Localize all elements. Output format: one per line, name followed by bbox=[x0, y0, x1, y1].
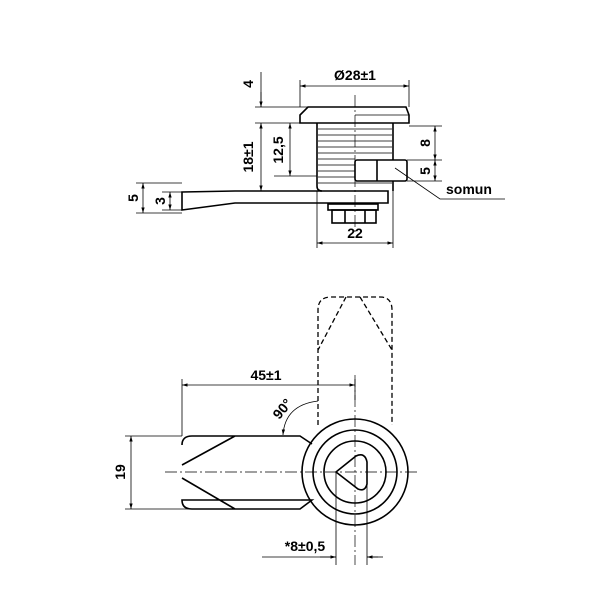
dim-body-width: 22 bbox=[316, 191, 394, 248]
dim-text: 18±1 bbox=[240, 141, 256, 172]
dim-thread-length: 12,5 bbox=[270, 123, 317, 177]
lever-side bbox=[181, 190, 389, 211]
dim-text: 5 bbox=[125, 194, 141, 202]
side-view: Ø28±1 4 18±1 12,5 8 5 somun bbox=[125, 67, 505, 248]
dim-text: 45±1 bbox=[250, 367, 281, 383]
dim-text: 8 bbox=[417, 139, 433, 147]
dim-text: 90° bbox=[269, 396, 295, 423]
dim-text: 12,5 bbox=[270, 136, 286, 163]
triangle-key-icon bbox=[334, 454, 368, 491]
nut-leader: somun bbox=[394, 167, 505, 200]
dim-text: 22 bbox=[347, 225, 363, 241]
somun-label: somun bbox=[446, 181, 492, 197]
outer-ring bbox=[301, 418, 409, 526]
dim-flange-diameter: Ø28±1 bbox=[299, 67, 410, 107]
dim-flange-height: 4 bbox=[240, 72, 312, 124]
front-view: 45±1 90° 19 *8±0,5 bbox=[112, 296, 420, 565]
dim-text: *8±0,5 bbox=[285, 538, 326, 554]
dim-lever-height: 5 3 bbox=[125, 182, 182, 214]
dim-upper-offset: 8 5 bbox=[407, 125, 442, 182]
dim-lever-width: 19 bbox=[112, 435, 200, 510]
lever bbox=[181, 435, 315, 510]
dim-text: 5 bbox=[417, 167, 433, 175]
dim-text: Ø28±1 bbox=[334, 67, 376, 83]
dim-text: 19 bbox=[112, 464, 128, 480]
lever-rotated-dashed bbox=[317, 296, 393, 425]
dim-text: 3 bbox=[152, 197, 168, 205]
dim-text: 4 bbox=[240, 80, 256, 88]
threaded-body bbox=[316, 114, 409, 192]
dim-lever-length: 45±1 bbox=[181, 367, 356, 436]
bottom-nut bbox=[327, 203, 379, 224]
dim-key-size: *8±0,5 bbox=[262, 472, 383, 565]
middle-ring bbox=[312, 429, 398, 515]
inner-ring bbox=[323, 440, 387, 504]
dim-rotation-angle: 90° bbox=[269, 396, 319, 436]
nut bbox=[354, 159, 408, 182]
flange bbox=[299, 106, 410, 124]
dim-total-height: 18±1 bbox=[240, 123, 263, 191]
